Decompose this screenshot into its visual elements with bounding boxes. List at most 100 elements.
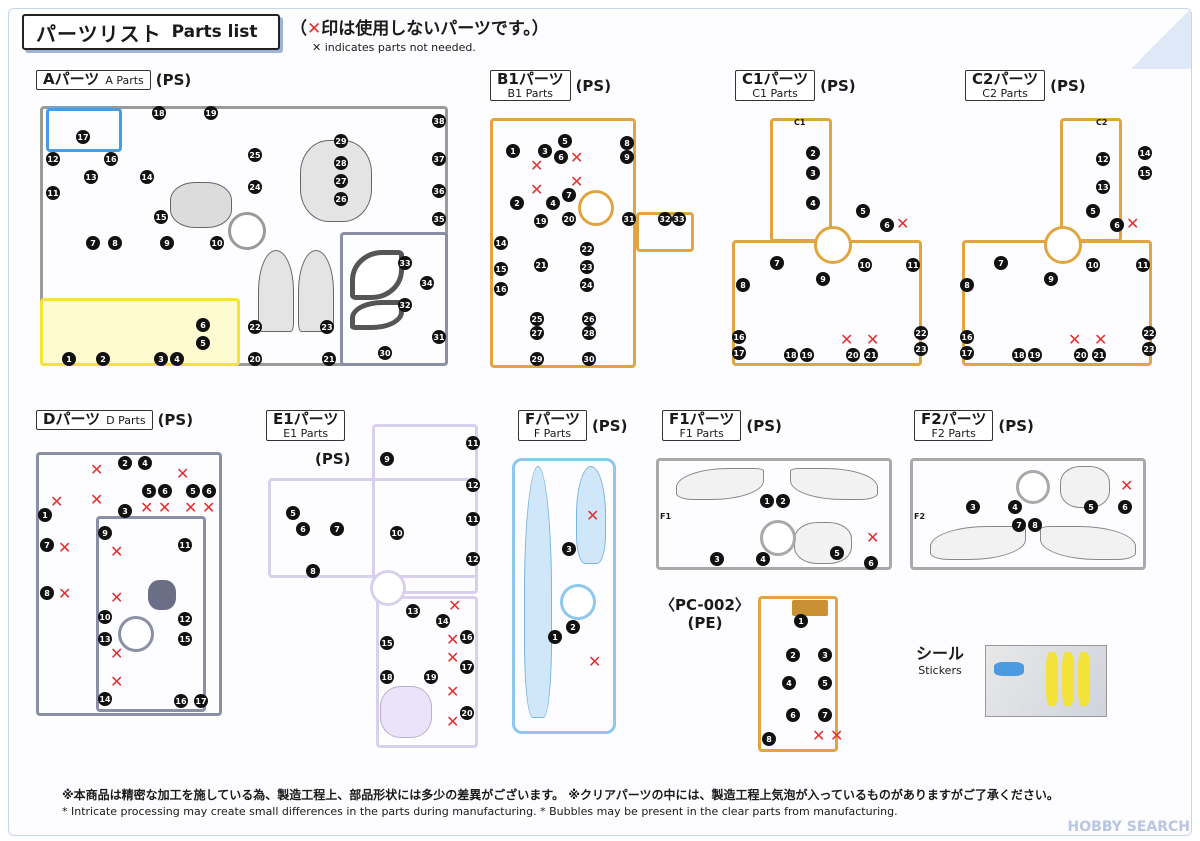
callout-d9: 9 <box>98 526 112 540</box>
x-mark-icon: ✕ <box>184 498 198 517</box>
callout-a26: 26 <box>334 192 348 206</box>
callout-b20: 20 <box>562 212 576 226</box>
label-c1-main: C1パーツ <box>742 70 809 88</box>
callout-a19: 19 <box>204 106 218 120</box>
x-mark-icon: ✕ <box>110 542 124 561</box>
x-mark-icon: ✕ <box>530 180 544 199</box>
note-jp-text: 印は使用しないパーツです。 <box>321 19 532 39</box>
runner-d-gate-ring <box>118 616 154 652</box>
callout-c1-6: 6 <box>880 218 894 232</box>
callout-c2-9: 9 <box>1044 272 1058 286</box>
callout-a24: 24 <box>248 180 262 194</box>
label-e1-material: (PS) <box>315 450 351 468</box>
note-jp: （✕印は使用しないパーツです。） <box>290 14 549 39</box>
x-mark-icon: ✕ <box>896 214 910 233</box>
label-f1-main: F1パーツ <box>669 410 735 428</box>
callout-b29: 29 <box>530 352 544 366</box>
label-c2-sub: C2 Parts <box>982 86 1028 100</box>
callout-f2-7: 7 <box>1012 518 1026 532</box>
x-mark-icon: ✕ <box>110 672 124 691</box>
callout-c1-23: 23 <box>914 342 928 356</box>
callout-a27: 27 <box>334 174 348 188</box>
callout-d7: 7 <box>40 538 54 552</box>
corner-decoration <box>1131 9 1191 69</box>
callout-e17: 17 <box>460 660 474 674</box>
callout-a8: 8 <box>108 236 122 250</box>
label-f2-main: F2パーツ <box>921 410 987 428</box>
x-mark-icon: ✕ <box>570 172 584 191</box>
callout-c2-20: 20 <box>1074 348 1088 362</box>
runner-c1-top <box>770 118 832 242</box>
runner-f2-gate-ring <box>1016 470 1050 504</box>
label-a-material: (PS) <box>155 70 192 89</box>
runner-d-inner <box>96 516 206 712</box>
callout-f2-8: 8 <box>1028 518 1042 532</box>
label-box-e1: E1パーツ E1 Parts <box>266 410 346 442</box>
section-label-d: Dパーツ D Parts (PS) <box>36 410 193 430</box>
callout-e6: 6 <box>296 522 310 536</box>
callout-d12: 12 <box>178 612 192 626</box>
label-c2-main: C2パーツ <box>972 70 1039 88</box>
x-mark-icon: ✕ <box>1094 330 1108 349</box>
callout-c1-20: 20 <box>846 348 860 362</box>
callout-b21: 21 <box>534 258 548 272</box>
callout-c2-13: 13 <box>1096 180 1110 194</box>
callout-a7: 7 <box>86 236 100 250</box>
label-f2-material: (PS) <box>998 416 1034 435</box>
callout-c2-11: 11 <box>1136 258 1150 272</box>
callout-a4: 4 <box>170 352 184 366</box>
callout-a15: 15 <box>154 210 168 224</box>
label-box-b1: B1パーツ B1 Parts <box>490 70 571 102</box>
callout-c1-19: 19 <box>800 348 814 362</box>
callout-a32: 32 <box>398 298 412 312</box>
label-e1-main: E1パーツ <box>273 410 339 428</box>
callout-b15: 15 <box>494 262 508 276</box>
callout-b16: 16 <box>494 282 508 296</box>
label-c2-material: (PS) <box>1050 76 1086 95</box>
runner-c1-code: C1 <box>794 118 806 127</box>
callout-a21: 21 <box>322 352 336 366</box>
part-f1 <box>524 466 552 718</box>
x-mark-icon: ✕ <box>158 498 172 517</box>
part-f3 <box>576 466 606 564</box>
runner-e1-bottom <box>376 596 478 748</box>
x-mark-icon: ✕ <box>866 528 880 547</box>
callout-a11: 11 <box>46 186 60 200</box>
x-mark-icon: ✕ <box>866 330 880 349</box>
section-label-c1: C1パーツ C1 Parts (PS) <box>735 70 856 102</box>
callout-e10: 10 <box>390 526 404 540</box>
label-a-sub: A Parts <box>105 74 144 87</box>
note-en: ✕ indicates parts not needed. <box>312 41 476 54</box>
x-mark-icon: ✕ <box>446 648 460 667</box>
callout-a37: 37 <box>432 152 446 166</box>
callout-pc3: 3 <box>818 648 832 662</box>
part-a15 <box>170 182 232 228</box>
callout-f2-5: 5 <box>1084 500 1098 514</box>
sticker-piece <box>994 662 1024 676</box>
callout-c1-21: 21 <box>864 348 878 362</box>
x-mark-icon: ✕ <box>1068 330 1082 349</box>
runner-c2-code: C2 <box>1096 118 1108 127</box>
callout-f2-6: 6 <box>1118 500 1132 514</box>
callout-d10: 10 <box>98 610 112 624</box>
label-d-main: Dパーツ <box>43 410 101 428</box>
runner-b1-frame <box>490 118 636 368</box>
label-b1-sub: B1 Parts <box>507 86 554 100</box>
callout-e16: 16 <box>460 630 474 644</box>
note-close-paren: ） <box>531 19 549 39</box>
label-c1-material: (PS) <box>820 76 856 95</box>
callout-e7: 7 <box>330 522 344 536</box>
callout-d1: 1 <box>38 508 52 522</box>
x-mark-icon: ✕ <box>90 490 104 509</box>
x-mark-icon: ✕ <box>1126 214 1140 233</box>
stickers-label-jp: シール <box>916 644 965 663</box>
callout-d5: 5 <box>142 484 156 498</box>
callout-c2-16: 16 <box>960 330 974 344</box>
callout-f2-3: 3 <box>966 500 980 514</box>
callout-a38: 38 <box>432 114 446 128</box>
x-mark-icon: ✕ <box>570 148 584 167</box>
unused-parts-note: （✕印は使用しないパーツです。） ✕ indicates parts not n… <box>290 14 549 54</box>
callout-c2-6: 6 <box>1110 218 1124 232</box>
runner-f2-code: F2 <box>914 512 926 521</box>
callout-b31: 31 <box>622 212 636 226</box>
